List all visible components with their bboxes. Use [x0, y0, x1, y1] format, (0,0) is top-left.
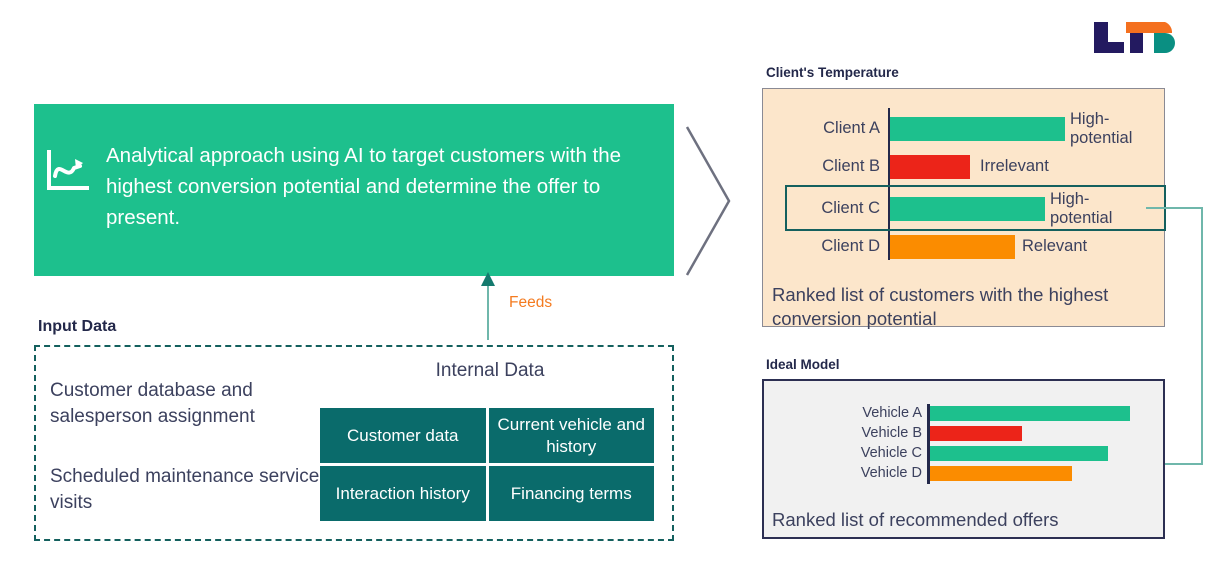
- ideal-model-title: Ideal Model: [766, 357, 840, 372]
- vehicle-label-b: Vehicle B: [861, 425, 922, 441]
- client-label-b: Client B: [822, 157, 880, 175]
- temperature-chart-axis: [888, 108, 890, 260]
- vehicle-label-d: Vehicle D: [860, 465, 922, 481]
- internal-cell-current-vehicle-and-history[interactable]: Current vehicle and history: [488, 408, 654, 463]
- client-bar-c: [890, 197, 1045, 221]
- vehicle-bar-b: [930, 426, 1022, 441]
- client-bar-d: [890, 235, 1015, 259]
- temperature-panel-caption: Ranked list of customers with the highes…: [772, 284, 1109, 329]
- clients-temperature-title: Client's Temperature: [766, 65, 899, 80]
- client-label-d: Client D: [821, 237, 880, 255]
- internal-data-grid: Customer data Current vehicle and histor…: [320, 408, 654, 521]
- client-label-a: Client A: [823, 119, 880, 137]
- client-tag-d: Relevant: [1022, 237, 1088, 255]
- internal-data-title: Internal Data: [435, 360, 545, 381]
- vehicle-label-a: Vehicle A: [862, 405, 922, 421]
- line-chart-trend-icon: [44, 148, 90, 194]
- vehicle-bar-a: [930, 406, 1130, 421]
- ltp-logo: [1092, 20, 1180, 54]
- list-item: Vehicle D: [800, 464, 1150, 484]
- table-row: Client D Relevant: [772, 228, 1162, 266]
- analytical-approach-text: Analytical approach using AI to target c…: [106, 144, 622, 229]
- analytical-approach-box: [34, 104, 674, 276]
- table-row: Client C High-potential: [772, 190, 1162, 228]
- client-bar-a: [890, 117, 1065, 141]
- table-row: Client B Irrelevant: [772, 148, 1162, 186]
- table-row: Client A High-potential: [772, 110, 1162, 148]
- internal-cell-interaction-history[interactable]: Interaction history: [320, 466, 486, 521]
- feeds-arrow-icon: [479, 272, 497, 340]
- chevron-right-connector-icon: [683, 125, 735, 277]
- client-label-c: Client C: [821, 199, 880, 217]
- input-data-title: Input Data: [38, 318, 117, 335]
- internal-cell-financing-terms[interactable]: Financing terms: [488, 466, 654, 521]
- list-item: Vehicle A: [800, 404, 1150, 424]
- client-bar-b: [890, 155, 970, 179]
- client-tag-a: High-potential: [1070, 110, 1133, 147]
- vehicle-bar-d: [930, 466, 1072, 481]
- input-data-line-1: Customer database and salesperson assign…: [50, 380, 255, 427]
- model-panel-caption: Ranked list of recommended offers: [772, 509, 1059, 530]
- vehicle-label-c: Vehicle C: [860, 445, 922, 461]
- client-tag-c: High-potential: [1050, 190, 1113, 227]
- list-item: Vehicle B: [800, 424, 1150, 444]
- list-item: Vehicle C: [800, 444, 1150, 464]
- input-data-line-2: Scheduled maintenance service visits: [50, 466, 320, 513]
- client-tag-b: Irrelevant: [980, 157, 1049, 175]
- vehicle-bar-c: [930, 446, 1108, 461]
- input-data-container: [34, 345, 674, 541]
- feeds-label: Feeds: [509, 294, 553, 311]
- model-chart-axis: [927, 404, 930, 484]
- client-c-highlight-box[interactable]: [785, 185, 1166, 231]
- internal-cell-customer-data[interactable]: Customer data: [320, 408, 486, 463]
